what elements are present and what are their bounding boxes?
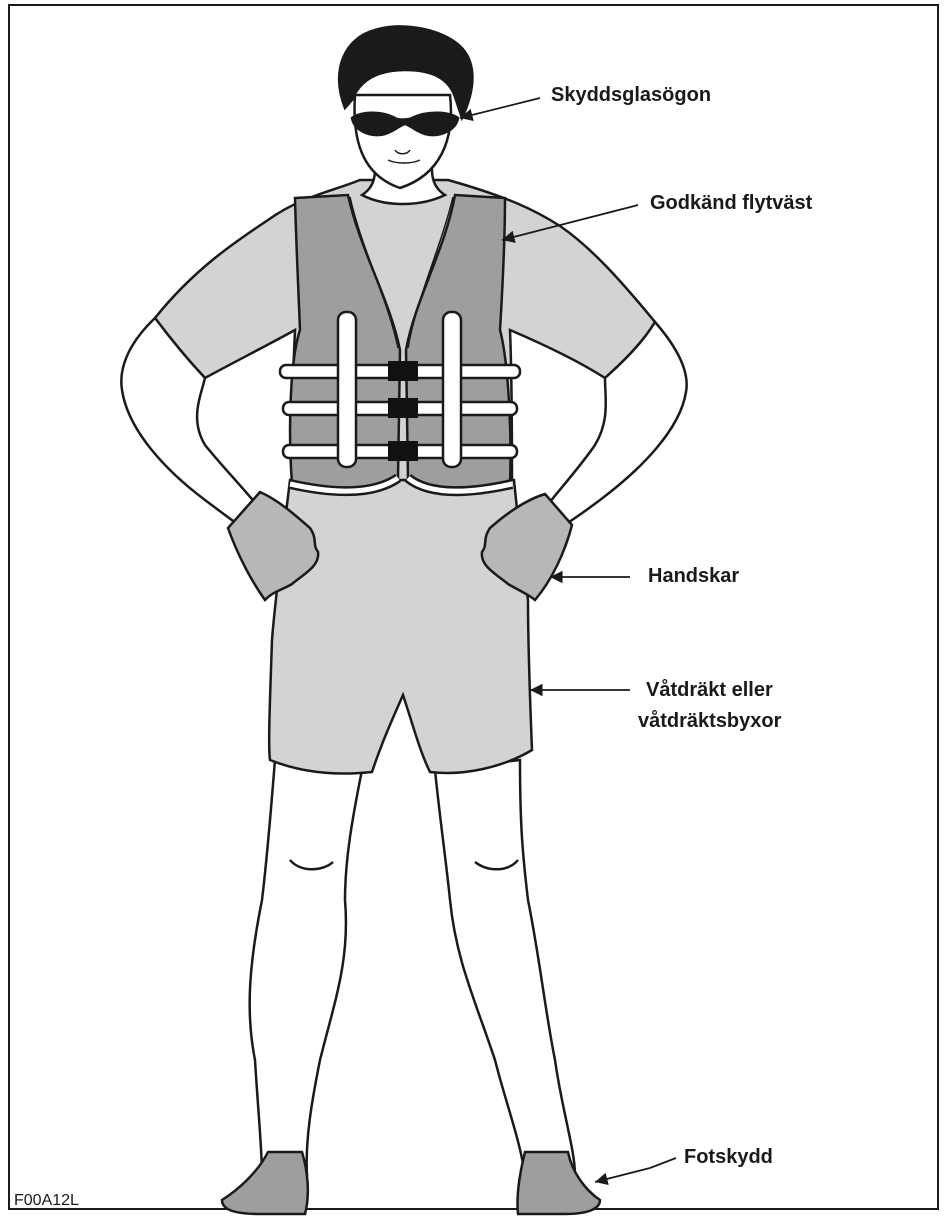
wetsuit-shorts	[269, 480, 532, 774]
label-foot-protection: Fotskydd	[684, 1142, 773, 1173]
legs	[250, 760, 575, 1175]
label-goggles: Skyddsglasögon	[551, 80, 711, 111]
foot-protection	[222, 1152, 600, 1214]
foot-arrow	[595, 1158, 676, 1182]
figure-code: F00A12L	[14, 1192, 79, 1210]
face	[355, 95, 451, 188]
label-life-vest: Godkänd flytväst	[650, 188, 812, 219]
label-wetsuit-line1: Våtdräkt eller	[646, 675, 773, 706]
left-leg	[250, 760, 362, 1175]
right-leg	[435, 760, 575, 1175]
label-gloves: Handskar	[648, 561, 739, 592]
goggles-arrow	[460, 98, 540, 118]
label-wetsuit-line2: våtdräktsbyxor	[638, 706, 781, 737]
right-shoe-icon	[517, 1152, 600, 1214]
buckle-icon	[388, 361, 418, 461]
head	[339, 26, 472, 204]
wetsuit-shirt	[155, 180, 655, 480]
left-shoe-icon	[222, 1152, 308, 1214]
